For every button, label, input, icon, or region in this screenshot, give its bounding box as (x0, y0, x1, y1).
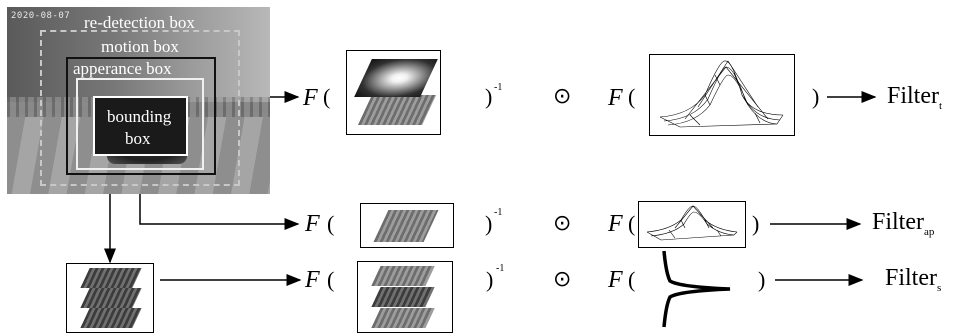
fourier-symbol-row2b: F (608, 211, 623, 237)
hadamard-symbol-row2: ⊙ (553, 211, 572, 236)
inverse-exponent-row1: -1 (494, 82, 503, 93)
inverse-exponent-row3: -1 (496, 263, 505, 274)
fourier-symbol-row3b: F (608, 267, 623, 293)
close-paren-row1: ) (485, 84, 493, 109)
fourier-symbol-row1b: F (608, 85, 623, 111)
close-paren-row3b: ) (758, 267, 766, 292)
hadamard-symbol-row3: ⊙ (553, 267, 572, 292)
filter-s-label: Filters (885, 265, 942, 294)
bounding-box-label-2: box (125, 129, 151, 148)
motion-box (66, 57, 216, 175)
bounding-box (93, 96, 188, 156)
close-paren-row2: ) (485, 211, 493, 236)
fourier-symbol-row2: F (305, 211, 320, 237)
arrow-row2-input (139, 180, 300, 230)
appearance-box-label: apperance box (73, 59, 172, 78)
fourier-symbol-row1: F (303, 85, 318, 111)
open-paren-row2: ( (327, 211, 335, 236)
gaussian-surface-plot-small (638, 201, 746, 248)
inverse-exponent-row2: -1 (494, 207, 503, 218)
scale-gaussian-curve (662, 250, 731, 328)
redetection-box (40, 30, 240, 186)
filter-ap-label: Filterap (872, 209, 935, 238)
close-paren-row3: ) (486, 267, 494, 292)
open-paren-row3b: ( (628, 267, 636, 292)
open-paren-row2b: ( (628, 211, 636, 236)
frame-timestamp: 2020-08-07 (11, 11, 71, 21)
bounding-box-label-1: bounding (107, 107, 172, 126)
motion-box-label: motion box (101, 37, 179, 56)
scale-samples-image (66, 263, 154, 333)
redetection-box-label: re-detection box (84, 13, 195, 32)
scale-pyramid-image (357, 261, 453, 333)
filter-t-label: Filtert (887, 83, 943, 112)
open-paren-row3: ( (327, 267, 335, 292)
gaussian-response-image (346, 50, 441, 135)
open-paren-row1b: ( (628, 84, 636, 109)
appearance-box (76, 78, 204, 170)
close-paren-row1b: ) (812, 84, 820, 109)
open-paren-row1: ( (323, 84, 331, 109)
appearance-patch-image (360, 203, 454, 248)
hadamard-symbol-row1: ⊙ (553, 84, 572, 109)
close-paren-row2b: ) (752, 211, 760, 236)
gaussian-surface-plot-large (649, 54, 795, 136)
fourier-symbol-row3: F (305, 267, 320, 293)
